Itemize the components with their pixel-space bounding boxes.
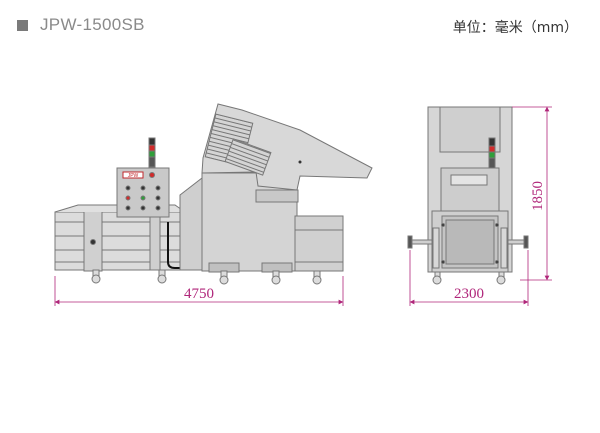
front-window — [450, 174, 488, 186]
vent-grille-lower — [224, 138, 272, 176]
front-height-dimension: 1850 — [512, 106, 552, 281]
front-width-dimension: 2300 — [409, 250, 529, 306]
signal-tower-icon — [148, 137, 156, 168]
panel-label: JPW — [128, 173, 139, 179]
control-panel: JPW — [116, 167, 170, 218]
feed-hopper — [201, 103, 373, 191]
front-height-label: 1850 — [530, 181, 546, 211]
side-length-dimension: 4750 — [54, 276, 344, 306]
side-wheels — [91, 269, 322, 285]
emergency-stop-icon — [149, 172, 155, 178]
side-length-label: 4750 — [184, 286, 214, 302]
model-bullet-icon — [17, 20, 28, 31]
side-view: JPW — [54, 103, 373, 285]
unit-label: 单位：毫米（mm） — [452, 20, 578, 36]
bolt-icon — [90, 239, 96, 245]
shredder-frame — [179, 172, 344, 273]
hydraulic-hose — [167, 222, 205, 269]
model-title: JPW-1500SB — [40, 15, 145, 34]
header: JPW-1500SB 单位：毫米（mm） — [0, 0, 600, 60]
front-view — [407, 106, 529, 285]
front-wheels — [432, 271, 506, 285]
front-signal-tower-icon — [488, 137, 496, 169]
front-width-label: 2300 — [454, 286, 484, 302]
